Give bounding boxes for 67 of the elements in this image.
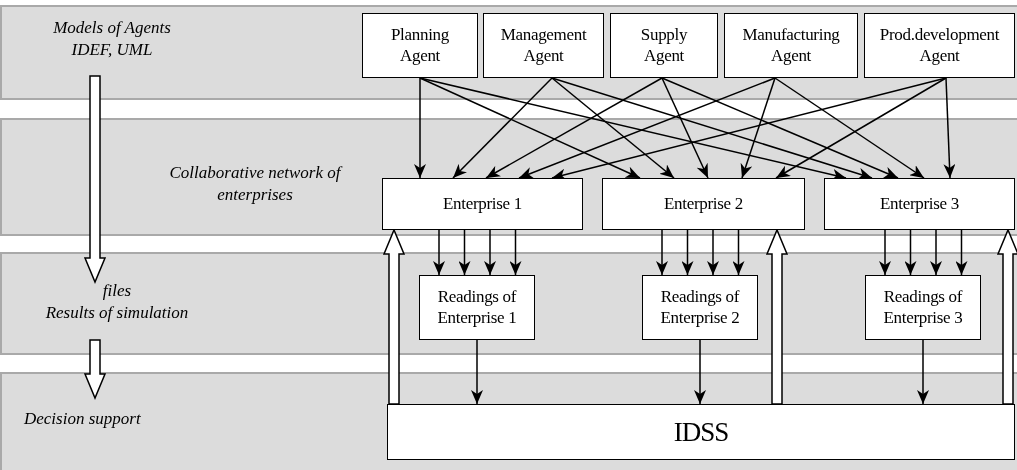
box-label: IDSS <box>673 415 729 449</box>
box-label: Enterprise 2 <box>664 193 743 215</box>
system-box <box>387 404 1015 460</box>
hollow-arrow <box>996 228 1017 405</box>
arrow <box>419 77 847 181</box>
arrow <box>485 77 663 179</box>
arrow <box>681 229 694 276</box>
band-label: IDEF, UML <box>71 39 153 62</box>
arrow <box>518 77 776 179</box>
agent-box <box>610 13 718 78</box>
arrow <box>879 229 891 276</box>
arrow <box>943 77 956 179</box>
box-label: Management Agent <box>500 25 587 66</box>
box-label: Readings of Enterprise 2 <box>659 287 741 328</box>
band-panel <box>0 372 1017 470</box>
box-label: Planning Agent <box>390 25 449 66</box>
band-label: Results of simulation <box>45 302 189 325</box>
enterprise-box <box>602 178 805 230</box>
arrow <box>414 77 426 179</box>
hollow-arrow <box>765 228 789 405</box>
arrow <box>661 77 899 179</box>
arrow <box>484 229 496 276</box>
readings-box <box>419 275 535 340</box>
arrow <box>471 339 483 405</box>
agent-box <box>864 13 1015 78</box>
box-label: Prod.development Agent <box>879 25 1000 66</box>
arrow <box>452 77 553 179</box>
arrow <box>419 77 641 179</box>
arrow <box>740 77 776 179</box>
arrow <box>509 229 522 276</box>
box-label: Supply Agent <box>640 25 688 66</box>
hollow-arrow <box>83 339 107 400</box>
arrow <box>551 77 873 180</box>
arrow <box>661 77 709 179</box>
arrow <box>955 229 968 276</box>
box-label: Manufacturing Agent <box>742 25 840 66</box>
band-panel <box>0 252 1017 355</box>
hollow-arrow <box>83 75 107 284</box>
band-label: Collaborative network of enterprises <box>168 162 344 207</box>
agent-box <box>483 13 604 78</box>
band-label: files <box>102 280 132 302</box>
arrow <box>551 77 947 181</box>
arrow <box>732 229 745 276</box>
band-panel <box>0 5 1017 100</box>
box-label: Readings of Enterprise 1 <box>436 287 518 328</box>
enterprise-box <box>382 178 583 230</box>
arrow <box>458 229 471 276</box>
arrow <box>917 339 929 405</box>
box-label: Enterprise 3 <box>880 193 959 215</box>
band-panel <box>0 118 1017 236</box>
arrow <box>904 229 917 276</box>
readings-box <box>642 275 758 340</box>
band-label: Models of Agents <box>53 17 171 39</box>
readings-box <box>865 275 981 340</box>
arrow <box>930 229 942 276</box>
agent-box <box>724 13 858 78</box>
arrow <box>694 339 706 405</box>
band-label: Decision support <box>24 408 141 430</box>
arrow <box>707 229 719 276</box>
box-label: Readings of Enterprise 3 <box>882 287 964 328</box>
agent-box <box>362 13 478 78</box>
hollow-arrow <box>382 228 406 405</box>
arrow <box>433 229 445 276</box>
box-label: Enterprise 1 <box>443 193 522 215</box>
enterprise-box <box>824 178 1015 230</box>
arrow <box>551 77 675 179</box>
arrow <box>656 229 668 276</box>
